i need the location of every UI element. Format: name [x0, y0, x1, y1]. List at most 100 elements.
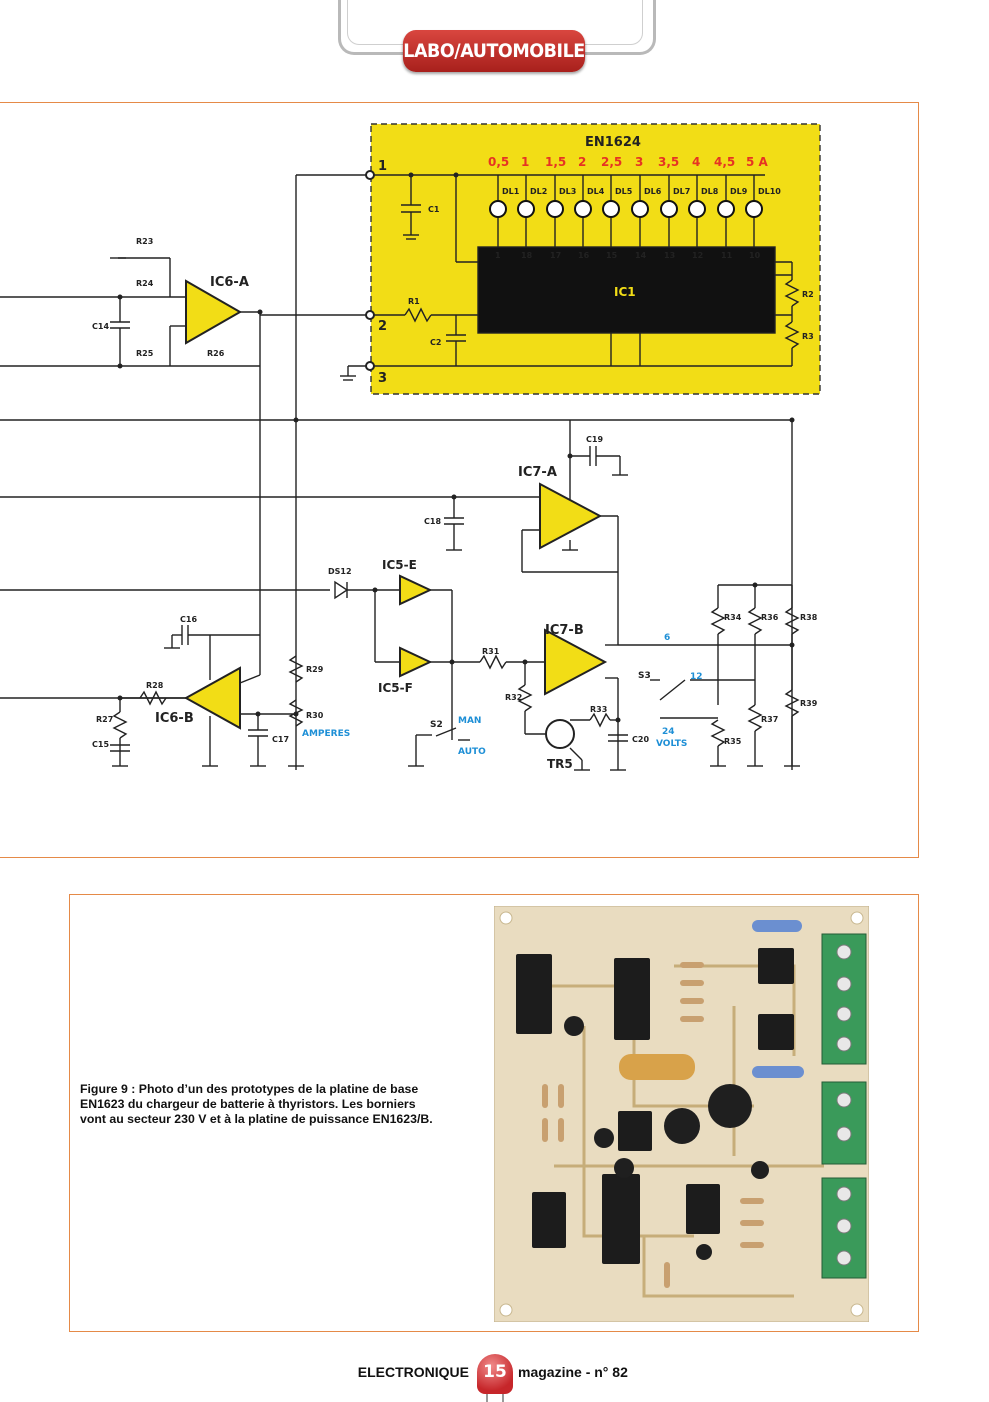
- ic6a-label: IC6-A: [210, 275, 249, 290]
- svg-text:C20: C20: [632, 735, 649, 744]
- s3-opt-12: 12: [690, 672, 703, 682]
- terminal-1: 1: [378, 159, 387, 174]
- led-label-8: DL8: [701, 187, 719, 196]
- ic1-pin-13: 13: [664, 251, 675, 260]
- led-label-10: DL10: [758, 187, 781, 196]
- scale-1: 1: [521, 155, 529, 169]
- page-footer: ELECTRONIQUE 15 magazine - n° 82: [0, 1354, 989, 1402]
- led-label-7: DL7: [673, 187, 690, 196]
- ic6b-opamp: [183, 666, 241, 730]
- s3-opt-6: 6: [664, 633, 670, 643]
- scale-5: 3: [635, 155, 643, 169]
- scale-4: 2,5: [601, 155, 622, 169]
- footer-issue: magazine - n° 82: [518, 1364, 628, 1380]
- svg-text:R36: R36: [761, 613, 779, 622]
- scale-0: 0,5: [488, 155, 509, 169]
- led-dl8: [688, 200, 706, 218]
- schematic-diagram: EN1624 0,5 1 1,5 2 2,5 3 3,5 4 4,5 5 A D…: [0, 123, 821, 771]
- scale-3: 2: [578, 155, 586, 169]
- photo-frame: [69, 894, 919, 1332]
- svg-text:R39: R39: [800, 699, 818, 708]
- s2-man-label: MAN: [458, 716, 481, 726]
- figure-caption: Figure 9 : Photo d’un des prototypes de …: [80, 1082, 433, 1126]
- svg-text:R2: R2: [802, 290, 814, 299]
- ic1-pin-11: 11: [721, 251, 733, 260]
- led-label-4: DL4: [587, 187, 605, 196]
- led-dl2: [517, 200, 535, 218]
- scale-7: 4: [692, 155, 700, 169]
- ds12-label: DS12: [328, 567, 352, 576]
- pcb-photo: [494, 906, 869, 1322]
- ic1-pin-1: 1: [495, 251, 501, 260]
- svg-text:C17: C17: [272, 735, 289, 744]
- page-badge-legs: [486, 1388, 504, 1402]
- svg-text:R34: R34: [724, 613, 742, 622]
- ic7a-label: IC7-A: [518, 465, 557, 480]
- terminal-2: 2: [378, 319, 387, 334]
- led-dl9: [717, 200, 735, 218]
- svg-text:R23: R23: [136, 237, 153, 246]
- led-dl6: [631, 200, 649, 218]
- tr5-transistor: [545, 719, 575, 749]
- svg-text:R30: R30: [306, 711, 324, 720]
- ic1-pin-10: 10: [749, 251, 761, 260]
- svg-text:R3: R3: [802, 332, 814, 341]
- page-number-badge: 15: [477, 1354, 513, 1394]
- ic1-pin-18: 18: [521, 251, 533, 260]
- ic1-pin-14: 14: [635, 251, 647, 260]
- svg-text:C19: C19: [586, 435, 603, 444]
- s2-label: S2: [430, 720, 443, 730]
- amperes-label: AMPERES: [302, 729, 350, 739]
- svg-text:R26: R26: [207, 349, 225, 358]
- schematic-frame: [0, 102, 919, 858]
- ic5f-label: IC5-F: [378, 681, 413, 695]
- svg-text:C16: C16: [180, 615, 197, 624]
- ic6a-opamp: [185, 279, 243, 345]
- led-label-2: DL2: [530, 187, 547, 196]
- led-dl5: [602, 200, 620, 218]
- ic1-pin-17: 17: [550, 251, 561, 260]
- ic6b-label: IC6-B: [155, 711, 194, 726]
- led-label-5: DL5: [615, 187, 633, 196]
- led-label-3: DL3: [559, 187, 576, 196]
- led-dl7: [660, 200, 678, 218]
- led-dl1: [489, 200, 507, 218]
- svg-text:R38: R38: [800, 613, 818, 622]
- scale-9: 5 A: [746, 155, 769, 169]
- scale-6: 3,5: [658, 155, 679, 169]
- ic5e-label: IC5-E: [382, 558, 417, 572]
- svg-text:C14: C14: [92, 322, 109, 331]
- scale-2: 1,5: [545, 155, 566, 169]
- ic1-pin-16: 16: [578, 251, 590, 260]
- svg-text:C18: C18: [424, 517, 441, 526]
- ic7b-label: IC7-B: [545, 623, 584, 638]
- footer-magazine-title: ELECTRONIQUE: [357, 1364, 469, 1380]
- ic7b-opamp: [544, 628, 608, 696]
- ic1-label: IC1: [614, 285, 636, 299]
- led-dl3: [546, 200, 564, 218]
- led-label-6: DL6: [644, 187, 662, 196]
- svg-text:C2: C2: [430, 338, 441, 347]
- section-label: LABO/AUTOMOBILE: [402, 30, 585, 72]
- s3-label: S3: [638, 671, 651, 681]
- ic5f-inverter: [399, 646, 433, 678]
- svg-text:R29: R29: [306, 665, 324, 674]
- svg-text:R1: R1: [408, 297, 420, 306]
- s3-volts: VOLTS: [656, 739, 687, 749]
- svg-text:R33: R33: [590, 705, 607, 714]
- terminal-3: 3: [378, 371, 387, 386]
- svg-text:R37: R37: [761, 715, 778, 724]
- ic1-chip: [477, 246, 776, 334]
- ic1-pin-12: 12: [692, 251, 703, 260]
- s2-auto-label: AUTO: [458, 747, 486, 757]
- board-label: EN1624: [585, 135, 641, 150]
- led-label-9: DL9: [730, 187, 748, 196]
- led-label-1: DL1: [502, 187, 520, 196]
- svg-text:R28: R28: [146, 681, 164, 690]
- svg-text:R27: R27: [96, 715, 113, 724]
- led-dl4: [574, 200, 592, 218]
- svg-text:R32: R32: [505, 693, 522, 702]
- ic5e-inverter: [399, 574, 433, 606]
- svg-text:C15: C15: [92, 740, 109, 749]
- tr5-label: TR5: [547, 757, 573, 771]
